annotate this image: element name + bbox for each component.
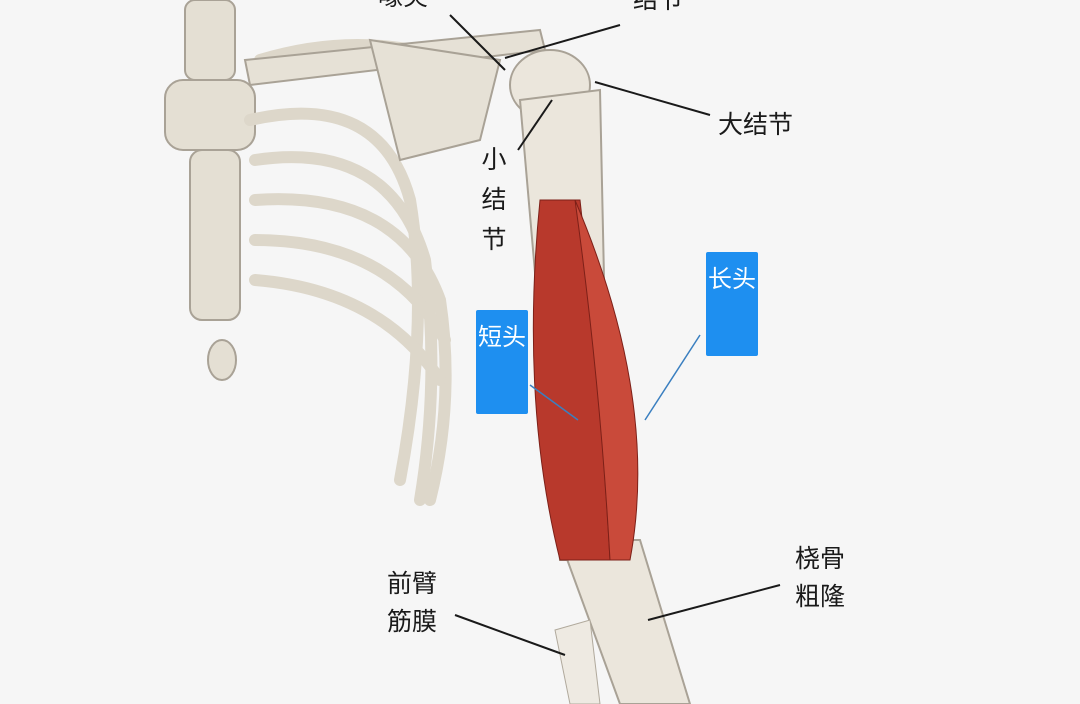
ribs	[244, 39, 456, 506]
leader-lines	[449, 14, 781, 656]
label-lesser-tubercle: 小结节	[481, 145, 507, 254]
label-supraglenoid-tubercle: 盂上结节	[630, 0, 686, 15]
biceps-muscle	[532, 199, 639, 561]
label-coracoid: 喙突	[378, 0, 428, 12]
tag-lines	[529, 334, 701, 421]
spine	[164, 0, 256, 381]
label-greater-tubercle: 大结节	[718, 110, 794, 139]
scapula-clavicle	[243, 28, 547, 162]
aponeurosis	[554, 619, 601, 704]
tag-long-head: 长头	[706, 252, 758, 356]
label-radial-tuberosity: 桡骨粗隆	[794, 544, 845, 611]
tag-short-head: 短头	[476, 310, 528, 414]
label-forearm-fascia: 前臂筋膜	[386, 569, 437, 636]
